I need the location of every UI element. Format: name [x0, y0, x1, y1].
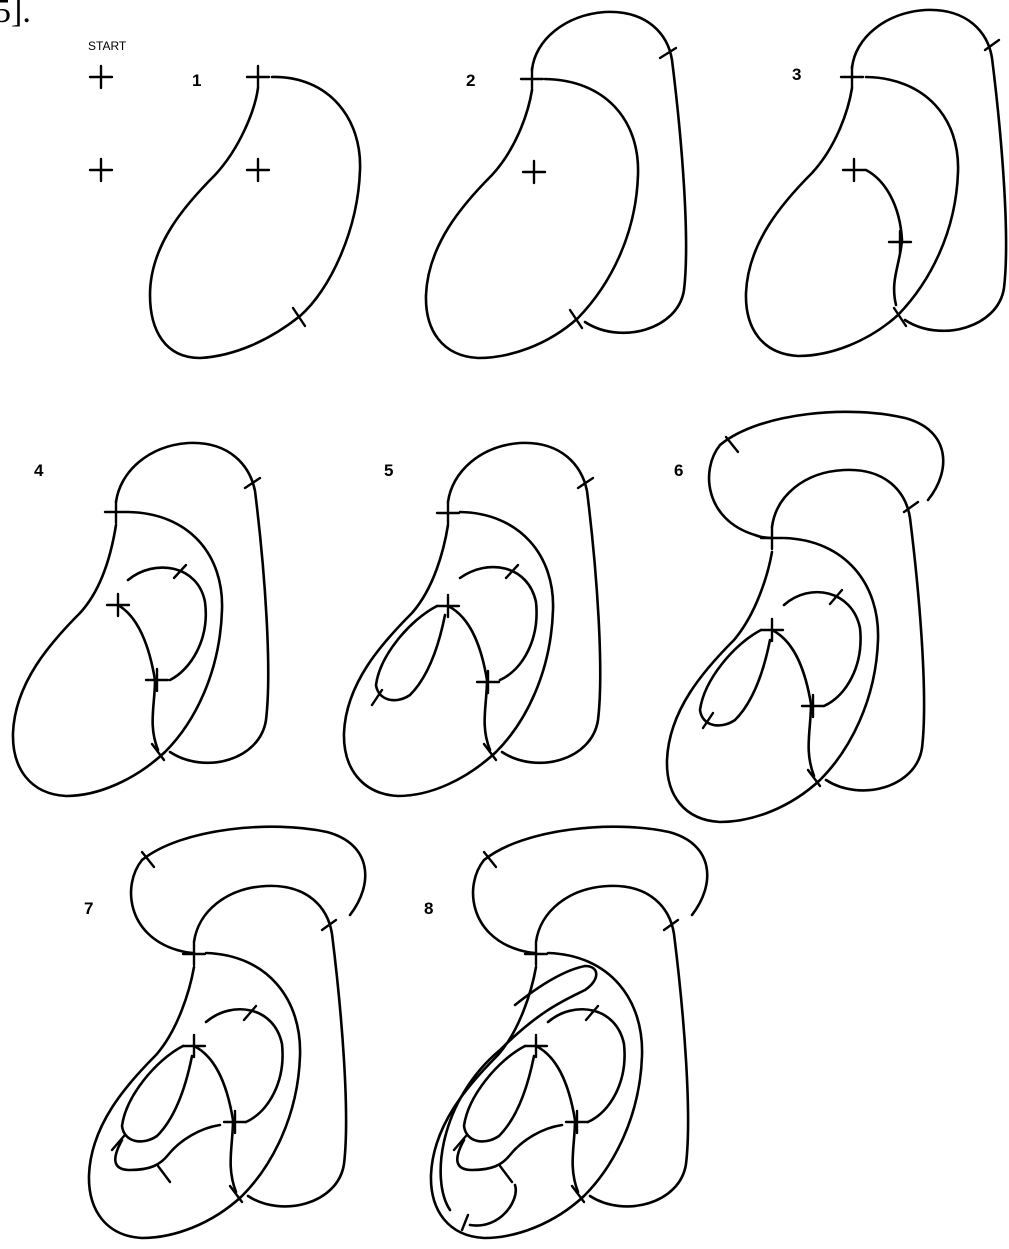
panel-1: 1 [148, 64, 362, 360]
panel-3-label: 3 [792, 65, 801, 84]
panel-6: 6 [665, 410, 945, 824]
start-cross-top [88, 64, 114, 90]
panel-7-label: 7 [84, 899, 93, 918]
panel-4: 4 [11, 441, 270, 798]
panel-8-label: 8 [424, 899, 433, 918]
panel-5-label: 5 [384, 461, 393, 480]
panel-3: 3 [744, 8, 1008, 358]
panel-6-label: 6 [674, 461, 683, 480]
panel-7: 7 [84, 825, 367, 1240]
start-label: START [88, 39, 127, 53]
caption-fragment: 5]. [0, 0, 31, 30]
panel-2: 2 [424, 10, 688, 360]
panel-8: 8 [424, 825, 709, 1240]
panel-2-label: 2 [466, 71, 475, 90]
panel-4-label: 4 [34, 461, 44, 480]
start-cross-bottom [88, 157, 114, 183]
panel-5: 5 [342, 441, 602, 798]
start-legend: START [88, 39, 127, 183]
panel-1-label: 1 [192, 71, 201, 90]
